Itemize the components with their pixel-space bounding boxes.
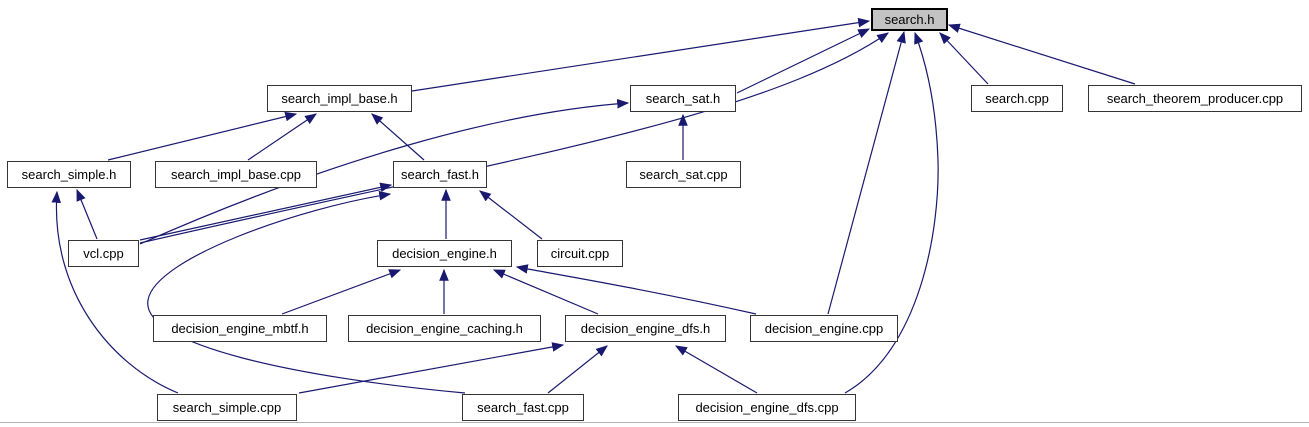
graph-node-search_fast_cpp[interactable]: search_fast.cpp bbox=[462, 394, 584, 421]
edge-search_theorem_producer_cpp-to-search_h bbox=[947, 23, 1136, 85]
edge-search_impl_base_h-to-search_h bbox=[411, 17, 871, 92]
edge-search_fast_cpp-to-search_fast_h bbox=[147, 190, 466, 394]
edge-search_simple_cpp-to-decision_engine_dfs_h bbox=[298, 342, 565, 394]
graph-node-search_impl_base_h[interactable]: search_impl_base.h bbox=[267, 85, 412, 112]
edge-search_impl_base_cpp-to-search_impl_base_h bbox=[247, 113, 317, 161]
bottom-divider bbox=[0, 422, 1309, 423]
graph-node-search_h[interactable]: search.h bbox=[871, 8, 948, 31]
graph-node-vcl_cpp[interactable]: vcl.cpp bbox=[68, 240, 139, 267]
graph-node-search_fast_h[interactable]: search_fast.h bbox=[393, 161, 487, 188]
edge-vcl_cpp-to-search_h bbox=[139, 32, 889, 244]
edge-vcl_cpp-to-search_simple_h bbox=[76, 188, 98, 240]
graph-node-search_simple_h[interactable]: search_simple.h bbox=[7, 161, 131, 188]
graph-node-decision_engine_dfs_cpp[interactable]: decision_engine_dfs.cpp bbox=[678, 394, 856, 421]
edge-search_sat_h-to-search_h bbox=[736, 28, 871, 94]
edge-decision_engine_dfs_h-to-decision_engine_h bbox=[492, 269, 599, 315]
graph-node-search_theorem_producer_cpp[interactable]: search_theorem_producer.cpp bbox=[1088, 85, 1302, 112]
graph-node-decision_engine_h[interactable]: decision_engine.h bbox=[377, 240, 512, 267]
edge-search_fast_h-to-search_impl_base_h bbox=[371, 113, 425, 161]
edge-search_fast_cpp-to-decision_engine_dfs_h bbox=[547, 345, 608, 394]
edge-decision_engine_dfs_cpp-to-search_h bbox=[844, 31, 939, 394]
edge-vcl_cpp-to-search_fast_h bbox=[139, 182, 393, 241]
graph-node-decision_engine_caching_h[interactable]: decision_engine_caching.h bbox=[348, 315, 541, 342]
graph-node-decision_engine_cpp[interactable]: decision_engine.cpp bbox=[750, 315, 898, 342]
edge-decision_engine_mbtf_h-to-decision_engine_h bbox=[281, 269, 402, 315]
edge-circuit_cpp-to-search_fast_h bbox=[479, 190, 543, 240]
edge-search_simple_h-to-search_impl_base_h bbox=[107, 111, 298, 161]
graph-node-decision_engine_dfs_h[interactable]: decision_engine_dfs.h bbox=[565, 315, 726, 342]
edge-decision_engine_dfs_cpp-to-decision_engine_dfs_h bbox=[674, 345, 758, 394]
edge-search_cpp-to-search_h bbox=[939, 32, 989, 85]
edge-vcl_cpp-to-search_sat_h bbox=[139, 98, 630, 245]
graph-node-search_sat_cpp[interactable]: search_sat.cpp bbox=[626, 161, 741, 188]
graph-node-decision_engine_mbtf_h[interactable]: decision_engine_mbtf.h bbox=[153, 315, 327, 342]
graph-node-circuit_cpp[interactable]: circuit.cpp bbox=[537, 240, 623, 267]
graph-node-search_impl_base_cpp[interactable]: search_impl_base.cpp bbox=[155, 161, 317, 188]
edge-decision_engine_cpp-to-decision_engine_h bbox=[515, 264, 757, 315]
edge-search_simple_cpp-to-search_simple_h bbox=[51, 190, 179, 394]
graph-node-search_sat_h[interactable]: search_sat.h bbox=[630, 85, 736, 112]
graph-node-search_simple_cpp[interactable]: search_simple.cpp bbox=[157, 394, 297, 421]
graph-node-search_cpp[interactable]: search.cpp bbox=[971, 85, 1063, 112]
edge-decision_engine_cpp-to-search_h bbox=[827, 30, 906, 315]
